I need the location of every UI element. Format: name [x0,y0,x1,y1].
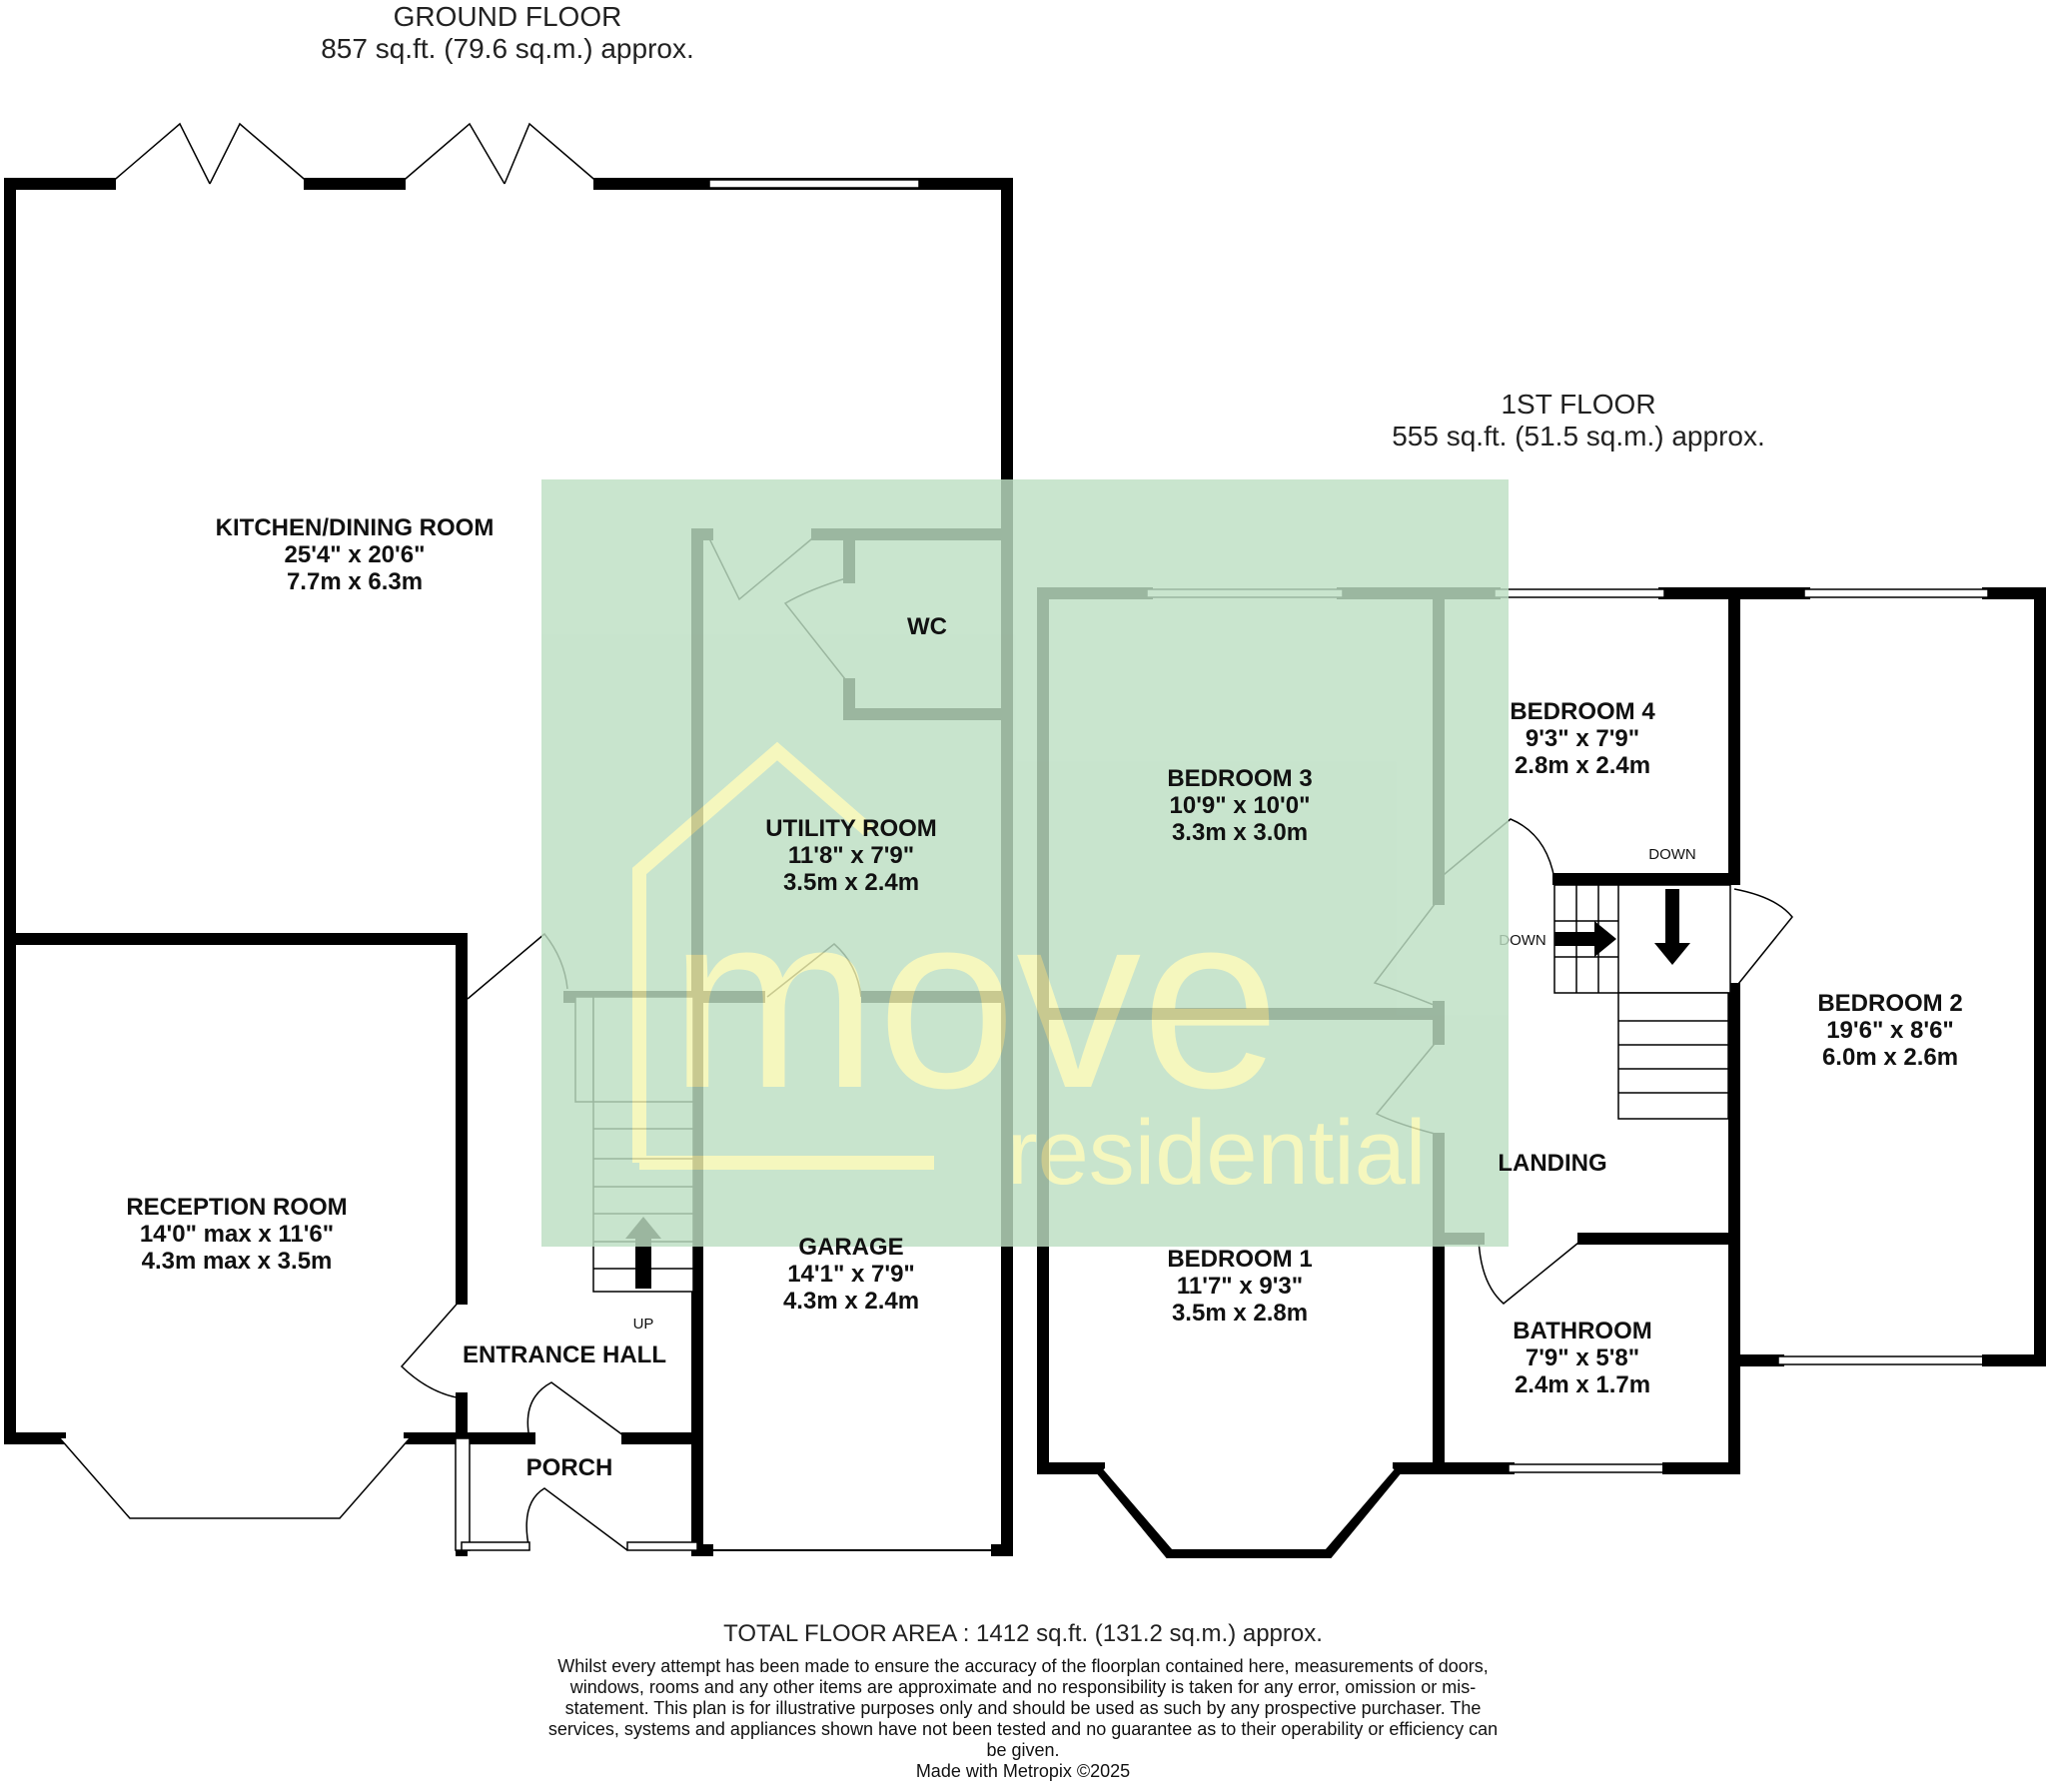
stair-up-label: UP [633,1316,654,1333]
wc-name: WC [907,613,947,640]
bedroom4-window [1494,588,1665,598]
utility-name: UTILITY ROOM [765,815,937,842]
total-floor-area: TOTAL FLOOR AREA : 1412 sq.ft. (131.2 sq… [723,1620,1323,1647]
garage-metric: 4.3m x 2.4m [783,1288,919,1315]
room-labels: KITCHEN/DINING ROOM 25'4" x 20'6" 7.7m x… [126,514,1962,1481]
reception-imperial: 14'0" max x 11'6" [140,1221,334,1248]
bedroom2-name: BEDROOM 2 [1817,990,1962,1017]
bedroom4-metric: 2.8m x 2.4m [1515,752,1650,779]
bathroom-name: BATHROOM [1513,1318,1652,1344]
utility-metric: 3.5m x 2.4m [783,869,919,896]
stair-down-arrow-2 [1654,889,1690,965]
garage-name: GARAGE [798,1234,903,1261]
stair-down-label-2: DOWN [1648,846,1696,863]
kitchen-window [708,179,920,189]
watermark-house-icon [632,741,874,1163]
french-doors-1 [109,122,311,185]
made-with-credit: Made with Metropix ©2025 [915,1761,1131,1781]
bedroom2-window [1803,588,1989,598]
watermark-sub: residential [1007,1102,1426,1204]
garage-imperial: 14'1" x 7'9" [787,1261,915,1288]
bedroom3-metric: 3.3m x 3.0m [1172,819,1308,846]
first-floor-area: 555 sq.ft. (51.5 sq.m.) approx. [1392,421,1765,451]
reception-name: RECEPTION ROOM [126,1194,347,1221]
bedroom1-metric: 3.5m x 2.8m [1172,1300,1308,1327]
reception-metric: 4.3m max x 3.5m [142,1248,333,1275]
bedroom2-metric: 6.0m x 2.6m [1822,1044,1958,1071]
watermark-background [541,479,1509,1247]
porch-side-window [455,1437,471,1551]
french-doors-2 [399,122,600,185]
bedroom4-name: BEDROOM 4 [1510,698,1655,725]
watermark-word: move [669,861,1280,1140]
stair-down-label-1: DOWN [1499,932,1546,949]
disclaimer-text: Whilst every attempt has been made to en… [547,1656,1499,1760]
ground-floor-area: 857 sq.ft. (79.6 sq.m.) approx. [321,33,694,64]
ground-floor-title: GROUND FLOOR [394,1,622,32]
bedroom3-imperial: 10'9" x 10'0" [1170,792,1311,819]
bathroom-metric: 2.4m x 1.7m [1515,1371,1650,1398]
bedroom1-name: BEDROOM 1 [1167,1246,1312,1273]
bedroom2-imperial: 19'6" x 8'6" [1826,1017,1954,1044]
entrance-hall-name: ENTRANCE HALL [463,1342,666,1368]
first-stairs [1553,884,1731,1120]
bedroom4-imperial: 9'3" x 7'9" [1526,725,1639,752]
bedroom1-imperial: 11'7" x 9'3" [1177,1273,1303,1300]
bathroom-imperial: 7'9" x 5'8" [1526,1344,1639,1371]
utility-imperial: 11'8" x 7'9" [788,842,914,869]
watermark-logo: move residential [541,479,1509,1247]
kitchen-metric: 7.7m x 6.3m [287,568,423,595]
footer: TOTAL FLOOR AREA : 1412 sq.ft. (131.2 sq… [0,1620,2046,1782]
first-floor-title: 1ST FLOOR [1501,389,1655,420]
floorplan-drawing: GROUND FLOOR 857 sq.ft. (79.6 sq.m.) app… [4,1,2046,1558]
stair-down-arrow-1 [1554,921,1616,957]
landing-name: LANDING [1498,1150,1606,1177]
kitchen-name: KITCHEN/DINING ROOM [216,514,495,541]
bedroom3-name: BEDROOM 3 [1167,765,1312,792]
kitchen-imperial: 25'4" x 20'6" [285,541,426,568]
porch-name: PORCH [526,1454,613,1481]
